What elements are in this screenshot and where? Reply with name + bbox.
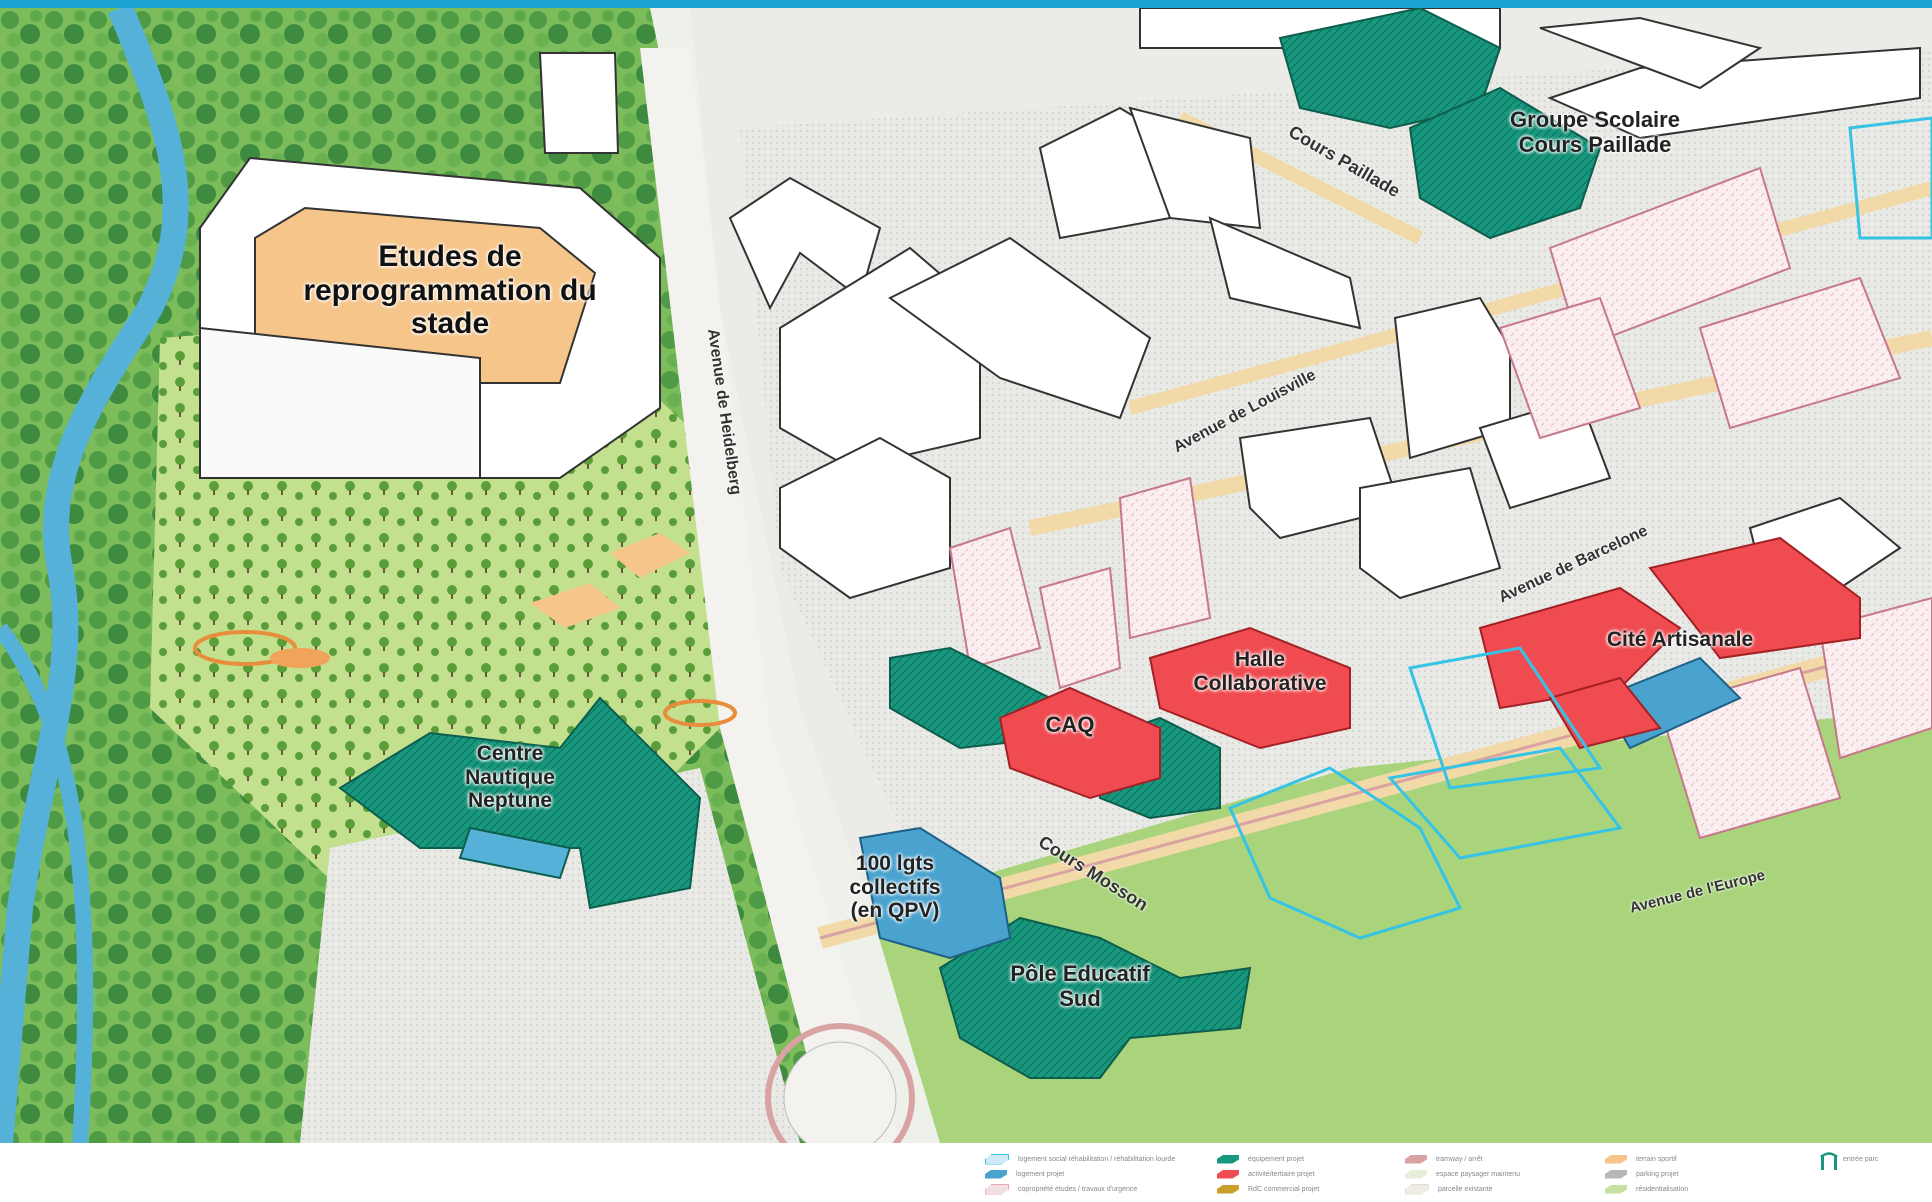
label-groupe-scolaire: Groupe Scolaire Cours Paillade bbox=[1510, 107, 1680, 157]
legend-park-entrance: entrée parc bbox=[1843, 1156, 1879, 1163]
legend-item: terrain sportif bbox=[1605, 1152, 1677, 1166]
legend-item: parking projet bbox=[1605, 1167, 1678, 1181]
legend-item: activité/tertiaire projet bbox=[1217, 1167, 1315, 1181]
avenue-heidelberg bbox=[640, 48, 900, 1143]
copropriete-buildings bbox=[948, 166, 1932, 840]
logements-projet bbox=[858, 826, 1012, 960]
legend-item: résidentialisation bbox=[1605, 1182, 1688, 1196]
legend-item: copropriété études / travaux d'urgence bbox=[985, 1182, 1137, 1196]
legend-item: équipement projet bbox=[1217, 1152, 1304, 1166]
sports-courts bbox=[193, 533, 737, 727]
legend-item: parcelle existante bbox=[1405, 1182, 1492, 1196]
centre-nautique bbox=[338, 696, 702, 910]
label-halle-collaborative: Halle Collaborative bbox=[1193, 648, 1327, 695]
legend-item: RdC commercial projet bbox=[1217, 1182, 1319, 1196]
stadium bbox=[199, 52, 661, 479]
label-caq: CAQ bbox=[1045, 712, 1095, 737]
label-cite-artisanale: Cité Artisanale bbox=[1606, 628, 1754, 651]
legend-item: logement projet bbox=[985, 1167, 1064, 1181]
activity-projects bbox=[998, 536, 1861, 800]
park-entrance-icon bbox=[1820, 1152, 1838, 1170]
aerial-map bbox=[0, 8, 1932, 1143]
label-centre-nautique: Centre Nautique Neptune bbox=[465, 742, 555, 813]
legend-item: logement social réhabilitation / réhabil… bbox=[985, 1152, 1175, 1166]
label-logements: 100 lgts collectifs (en QPV) bbox=[849, 852, 941, 923]
legend-item: espace paysager maintenu bbox=[1405, 1167, 1520, 1181]
top-accent-bar bbox=[0, 0, 1932, 8]
label-stadium: Etudes de reprogrammation du stade bbox=[303, 240, 597, 341]
renovation-outline bbox=[1227, 116, 1932, 940]
legend-item: tramway / arrêt bbox=[1405, 1152, 1483, 1166]
label-pole-educatif: Pôle Educatif Sud bbox=[1010, 961, 1150, 1011]
roundabout bbox=[765, 1023, 915, 1143]
legend: logement social réhabilitation / réhabil… bbox=[985, 1148, 1925, 1200]
white-buildings bbox=[728, 8, 1921, 600]
